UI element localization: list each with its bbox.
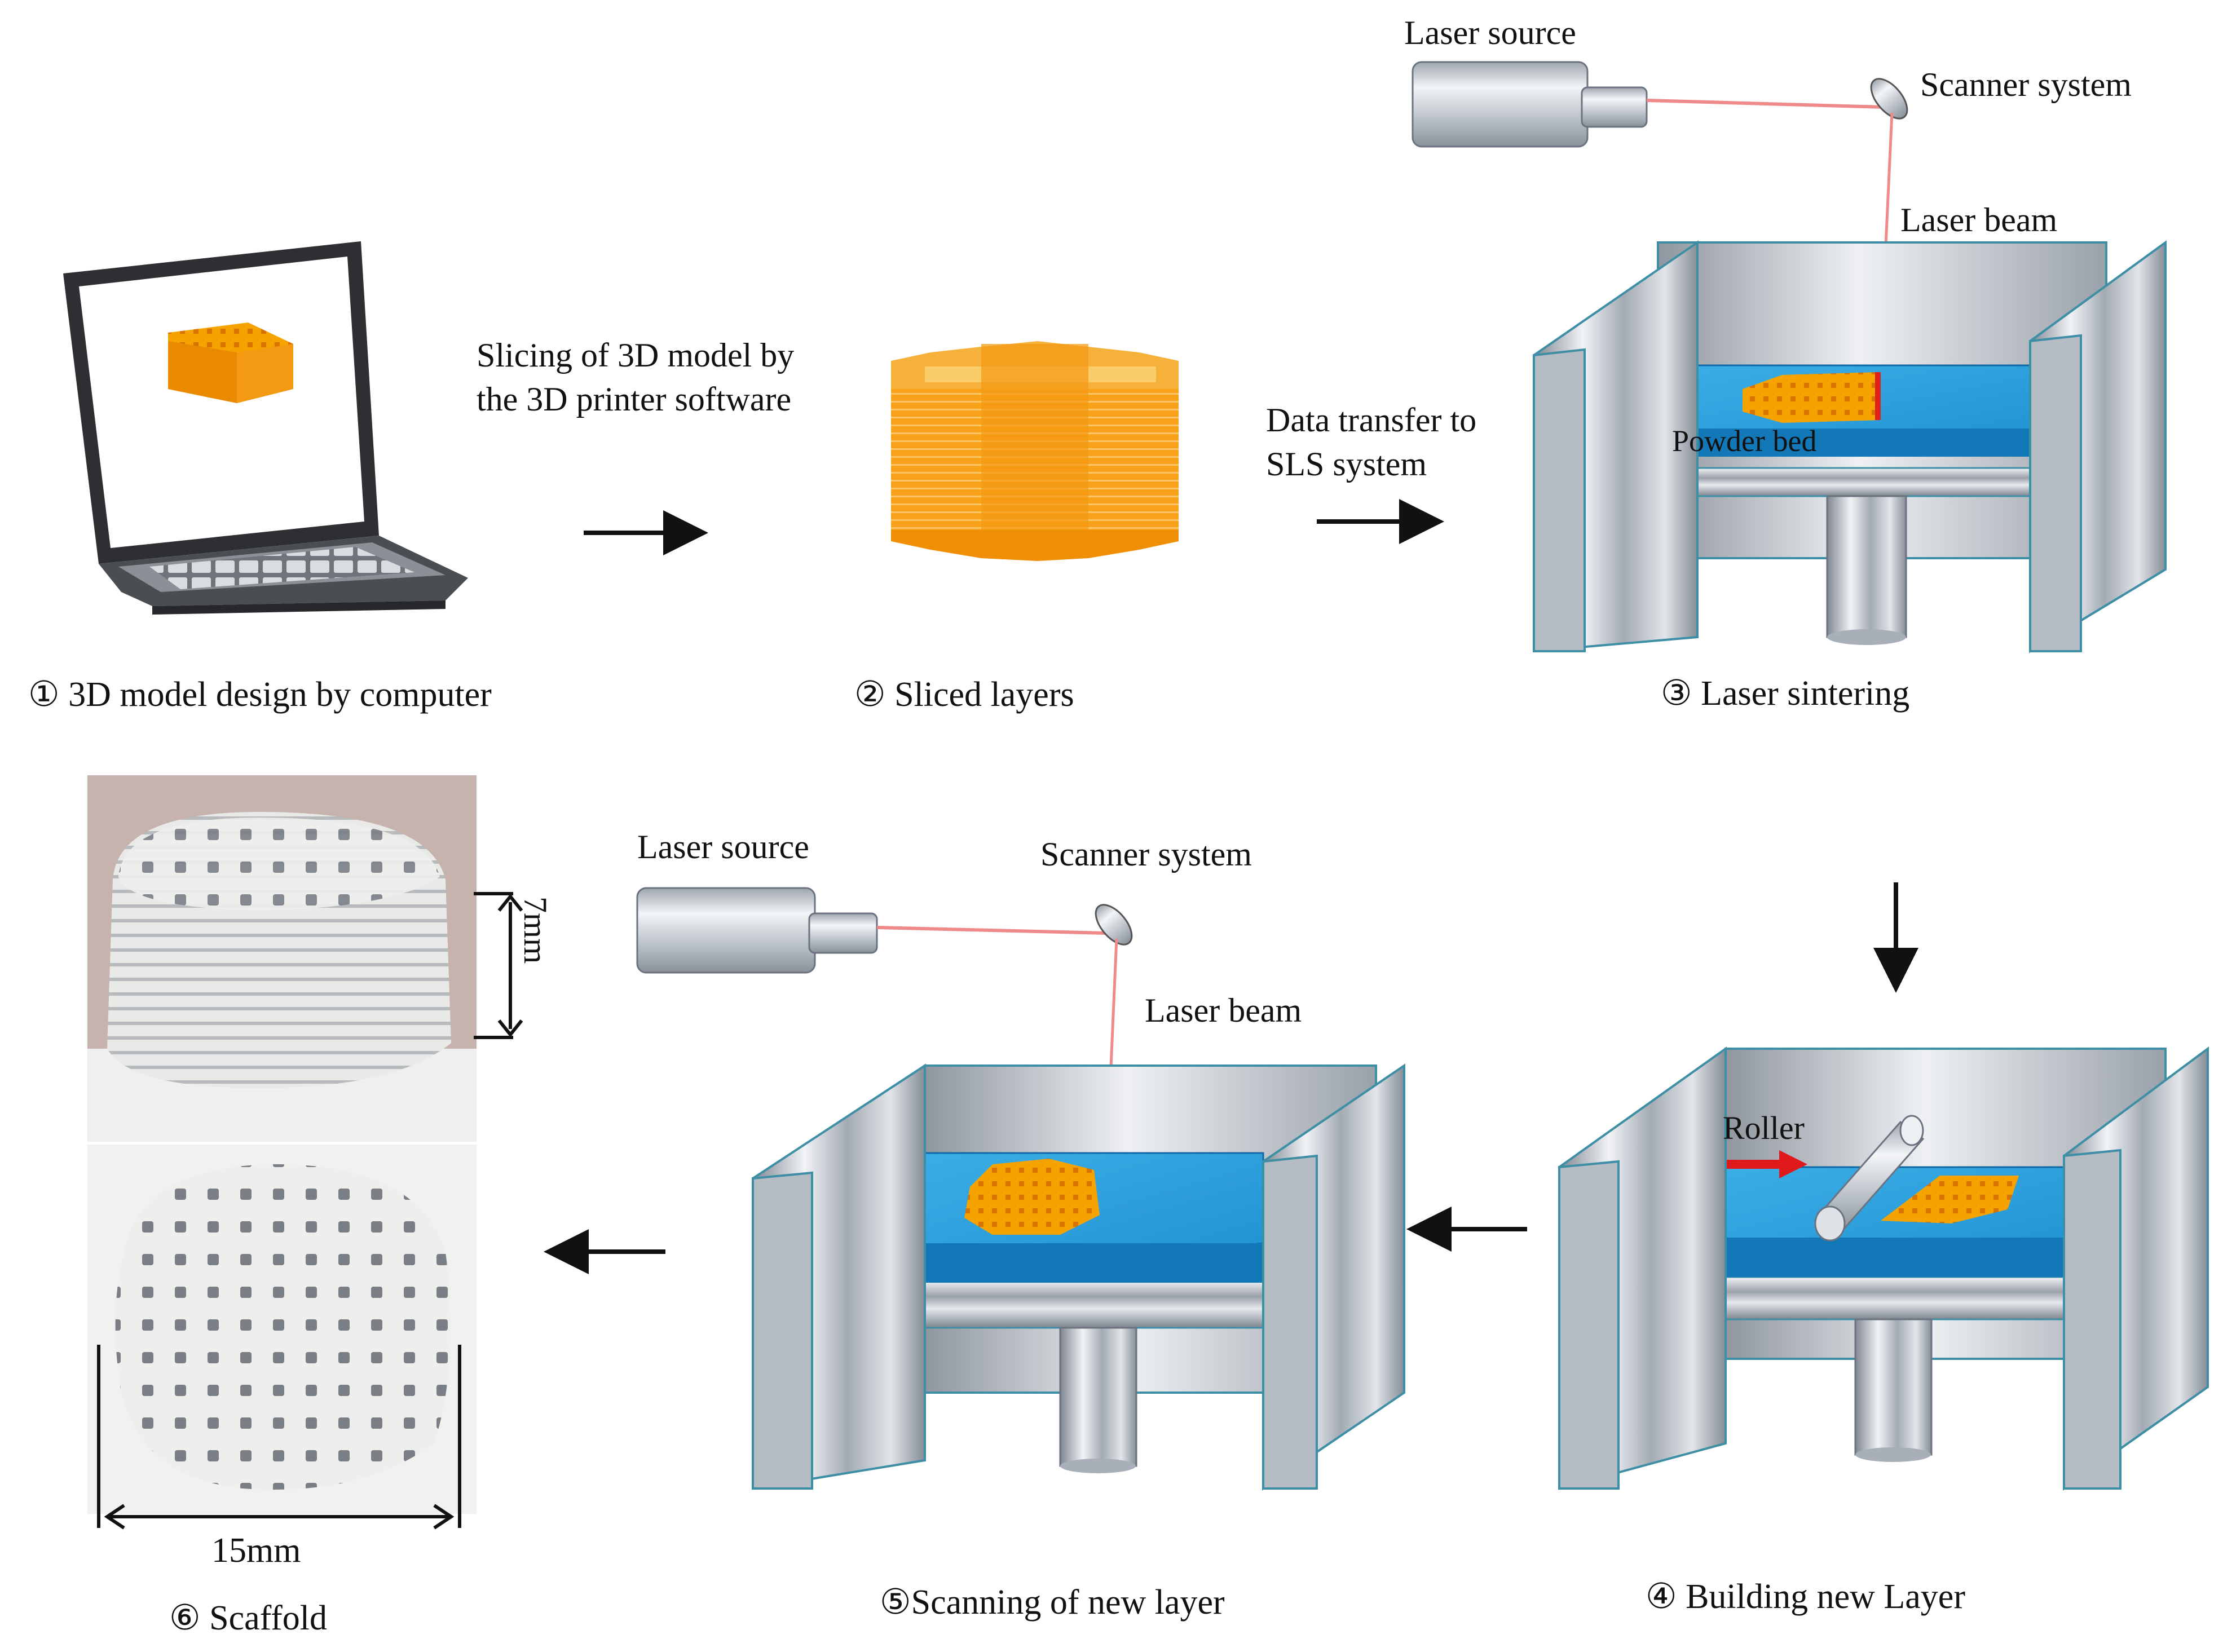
laser-source-top-label: Laser source — [1404, 14, 1576, 51]
labels: ① 3D model design by computer ② Sliced l… — [28, 14, 2132, 1637]
slicing-label-line2: the 3D printer software — [477, 381, 791, 418]
sliced-layers-model — [891, 341, 1179, 561]
scanner-system-bottom-label: Scanner system — [1040, 836, 1252, 873]
step4-label: ④ Building new Layer — [1646, 1578, 1965, 1616]
arrows — [544, 499, 1918, 1274]
sls-machine-bottom — [636, 887, 1405, 1491]
sls-machine-top — [1412, 61, 2167, 653]
scanner-mirror-icon — [1870, 78, 1908, 120]
laptop-icon — [63, 241, 468, 615]
laser-source-icon — [636, 887, 878, 974]
step2-label: ② Sliced layers — [854, 675, 1074, 714]
sls-machine-roller — [1558, 1046, 2209, 1491]
roller-label: Roller — [1723, 1110, 1805, 1146]
width-dimension-label: 15mm — [211, 1531, 301, 1570]
scanner-system-top-label: Scanner system — [1920, 66, 2132, 103]
laser-path-top — [1646, 99, 1884, 109]
step1-label: ① 3D model design by computer — [28, 675, 492, 714]
laser-path-bottom — [876, 926, 1106, 935]
transfer-label-line1: Data transfer to — [1266, 401, 1476, 439]
laser-beam-bottom-label: Laser beam — [1145, 992, 1302, 1029]
scaffold-photos — [87, 775, 523, 1530]
laser-beam-top-label: Laser beam — [1900, 201, 2057, 238]
roller-icon — [1814, 1115, 1925, 1242]
step5-label: ⑤Scanning of new layer — [880, 1583, 1225, 1622]
scaffold-side-photo — [87, 775, 477, 1142]
dimension-lines — [97, 892, 523, 1530]
laser-source-icon — [1412, 61, 1648, 148]
laser-source-bottom-label: Laser source — [637, 828, 809, 865]
slicing-label-line1: Slicing of 3D model by — [477, 337, 794, 374]
step6-label: ⑥ Scaffold — [169, 1599, 327, 1637]
scaffold-top-photo — [87, 1145, 477, 1514]
height-dimension-label: 7mm — [517, 896, 554, 964]
step3-label: ③ Laser sintering — [1661, 674, 1909, 713]
transfer-label-line2: SLS system — [1266, 445, 1427, 483]
screen-3d-model — [168, 323, 293, 403]
scanner-mirror-icon — [1095, 904, 1133, 946]
powder-bed-label: Powder bed — [1672, 424, 1816, 458]
